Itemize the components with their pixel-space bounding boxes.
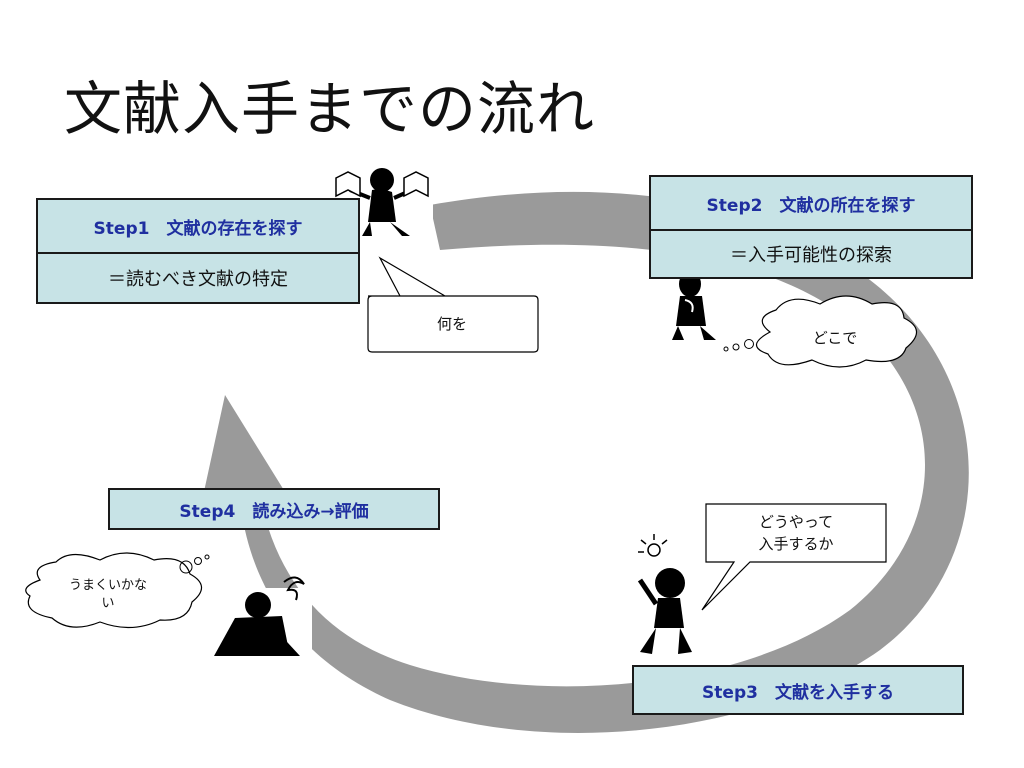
step1-label: Step1 文献の存在を探す (93, 218, 303, 239)
bubble-how-line1: どうやって (758, 513, 834, 531)
speech-bubble-what (367, 256, 539, 353)
step2-box: Step2 文献の所在を探す (649, 175, 973, 231)
step3-box: Step3 文献を入手する (632, 665, 964, 715)
person-idea-icon (637, 534, 692, 654)
step2-detail-box: ＝入手可能性の探索 (649, 229, 973, 279)
step2-detail: ＝入手可能性の探索 (730, 245, 892, 266)
step4-box: Step4 読み込み→評価 (108, 488, 440, 530)
thought-cloud-where (755, 295, 918, 368)
bubble-where-text: どこで (812, 329, 858, 347)
person-reading-icon (333, 168, 433, 240)
bubble-how-line2: 入手するか (758, 535, 834, 553)
thought-cloud-notgood (25, 552, 203, 629)
speech-bubble-how (701, 503, 887, 611)
step3-label: Step3 文献を入手する (702, 682, 894, 703)
bubble-notgood-line2: い (101, 596, 115, 611)
step4-label: Step4 読み込み→評価 (179, 501, 369, 522)
bubble-notgood-line1: うまくいかな (68, 578, 147, 593)
step1-detail-box: ＝読むべき文献の特定 (36, 252, 360, 304)
step2-label: Step2 文献の所在を探す (706, 195, 916, 216)
step1-detail: ＝読むべき文献の特定 (108, 269, 288, 290)
person-thinking-icon (668, 271, 718, 344)
person-worried-icon (212, 576, 312, 658)
bubble-what-text: 何を (436, 315, 467, 333)
step1-box: Step1 文献の存在を探す (36, 198, 360, 254)
slide-title: 文献入手までの流れ (64, 75, 596, 143)
